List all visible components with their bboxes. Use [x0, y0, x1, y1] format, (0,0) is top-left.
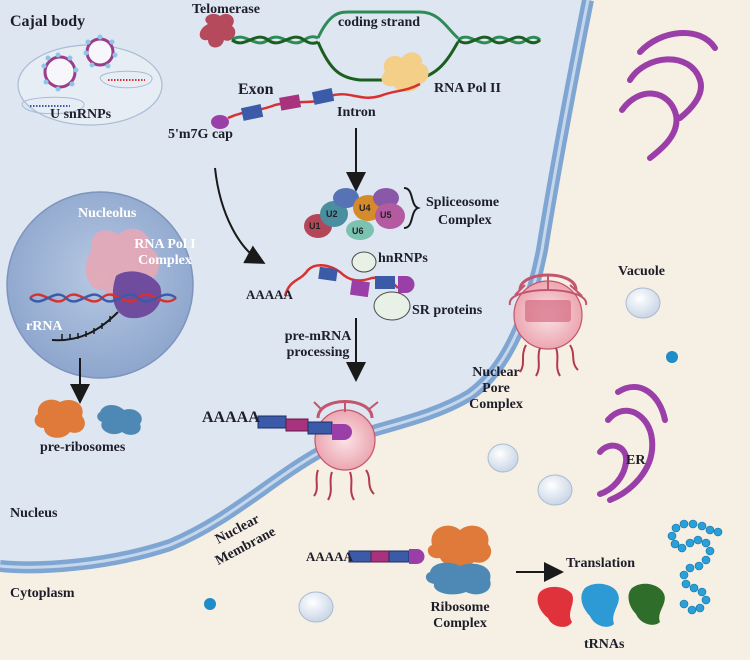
label-ribosome-line2: Complex	[433, 616, 487, 631]
label-nucleolus: Nucleolus	[78, 206, 137, 221]
trnas-shape	[537, 583, 665, 627]
label-npc-line3: Complex	[469, 397, 523, 412]
telomerase-shape	[199, 13, 236, 48]
spliceosome-bracket	[403, 187, 421, 229]
spliceosome-u4: U4	[359, 203, 371, 213]
label-trnas: tRNAs	[584, 637, 625, 652]
nuclear-pore-right	[508, 273, 587, 377]
label-ribosome-line1: Ribosome	[430, 600, 490, 615]
pre-mrna-top	[211, 82, 421, 129]
label-spliceosome-line2: Complex	[438, 213, 492, 228]
spliceosome-u6: U6	[352, 226, 364, 236]
label-spliceosome-line1: Spliceosome	[426, 195, 500, 210]
label-npc-line2: Pore	[482, 381, 510, 396]
label-u-snrnps: U snRNPs	[50, 107, 112, 122]
label-npc-line1: Nuclear	[472, 365, 520, 380]
label-polya-cytoplasm: AAAAA	[306, 549, 353, 564]
label-cytoplasm: Cytoplasm	[10, 586, 75, 601]
label-rna-pol-i-line2: Complex	[138, 253, 192, 268]
cajal-body	[17, 34, 163, 126]
vacuoles	[204, 287, 678, 623]
ribosome-shape	[425, 525, 492, 595]
spliceosome-u2: U2	[326, 209, 338, 219]
label-rna-pol-i-line1: RNA Pol I	[134, 237, 196, 252]
pre-ribosomes-shape	[34, 399, 142, 438]
spliceosome-shape	[304, 188, 405, 240]
nucleolus	[6, 191, 194, 379]
label-polya-export: AAAAA	[202, 409, 260, 426]
label-cap: 5'm7G cap	[168, 127, 233, 142]
spliceosome-u5: U5	[380, 210, 392, 220]
label-pre-ribosomes: pre-ribosomes	[40, 440, 126, 455]
spliceosome-u1: U1	[309, 221, 321, 231]
label-vacuole: Vacuole	[618, 264, 665, 279]
arrow-cap-to-processing	[214, 167, 266, 264]
polypeptide-chain	[667, 519, 723, 615]
label-polya-middle: AAAAA	[246, 287, 293, 302]
label-rna-pol-ii: RNA Pol II	[434, 81, 501, 96]
nuclear-membrane-inner-line	[0, 0, 590, 569]
mrna-exported	[257, 415, 352, 440]
label-nucleus: Nucleus	[10, 506, 58, 521]
label-exon: Exon	[238, 81, 274, 98]
label-sr-proteins: SR proteins	[412, 303, 483, 318]
rna-pol-ii-shape	[381, 52, 429, 92]
label-telomerase: Telomerase	[192, 2, 260, 17]
label-coding-strand: coding strand	[338, 15, 421, 30]
golgi-shape	[619, 30, 718, 161]
er-shape	[597, 384, 668, 503]
nucleus-region	[0, 0, 588, 568]
cytoplasm-mrna	[348, 549, 425, 564]
pre-mrna-middle	[283, 251, 415, 321]
label-translation: Translation	[566, 556, 635, 571]
label-pre-mrna-line2: processing	[286, 345, 350, 360]
label-cajal-body: Cajal body	[10, 13, 86, 30]
label-pre-mrna-line1: pre-mRNA	[284, 329, 352, 344]
label-hnrnps: hnRNPs	[378, 251, 428, 266]
label-intron: Intron	[337, 105, 376, 120]
label-rrna: rRNA	[26, 319, 63, 334]
label-er: ER	[626, 453, 646, 468]
